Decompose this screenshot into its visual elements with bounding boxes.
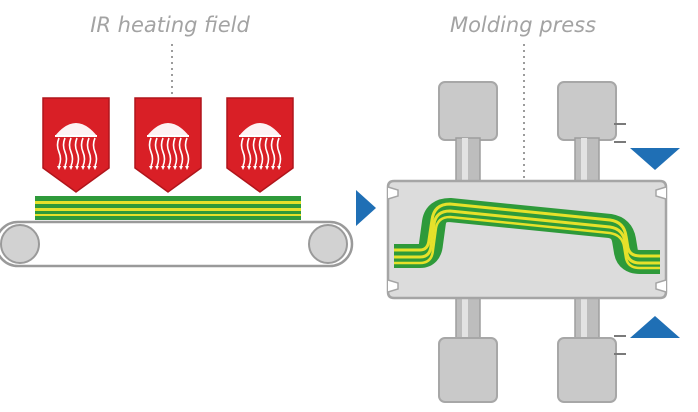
laminate-sheet-formed [394, 198, 660, 274]
conveyor-belt [0, 220, 354, 268]
heat-radiation-icon [226, 97, 294, 193]
ir-heater-1 [42, 97, 110, 193]
heat-radiation-icon [134, 97, 202, 193]
molding-press [386, 81, 668, 403]
ir-heating-field-label: IR heating field [90, 13, 250, 37]
press-bottom-block-left [438, 337, 498, 403]
ir-heater-3 [226, 97, 294, 193]
heat-radiation-icon [42, 97, 110, 193]
ir-heater-2 [134, 97, 202, 193]
press-bottom-block-right [557, 337, 617, 403]
press-top-block-right [557, 81, 617, 141]
conveyor-roller-left [0, 224, 40, 264]
conveyor-roller-right [308, 224, 348, 264]
down-arrow-icon [630, 148, 680, 170]
press-top-block-left [438, 81, 498, 141]
laminate-sheet-flat [35, 196, 301, 220]
up-arrow-icon [630, 316, 680, 338]
molding-press-label: Molding press [450, 13, 596, 37]
right-arrow-icon [356, 190, 376, 226]
